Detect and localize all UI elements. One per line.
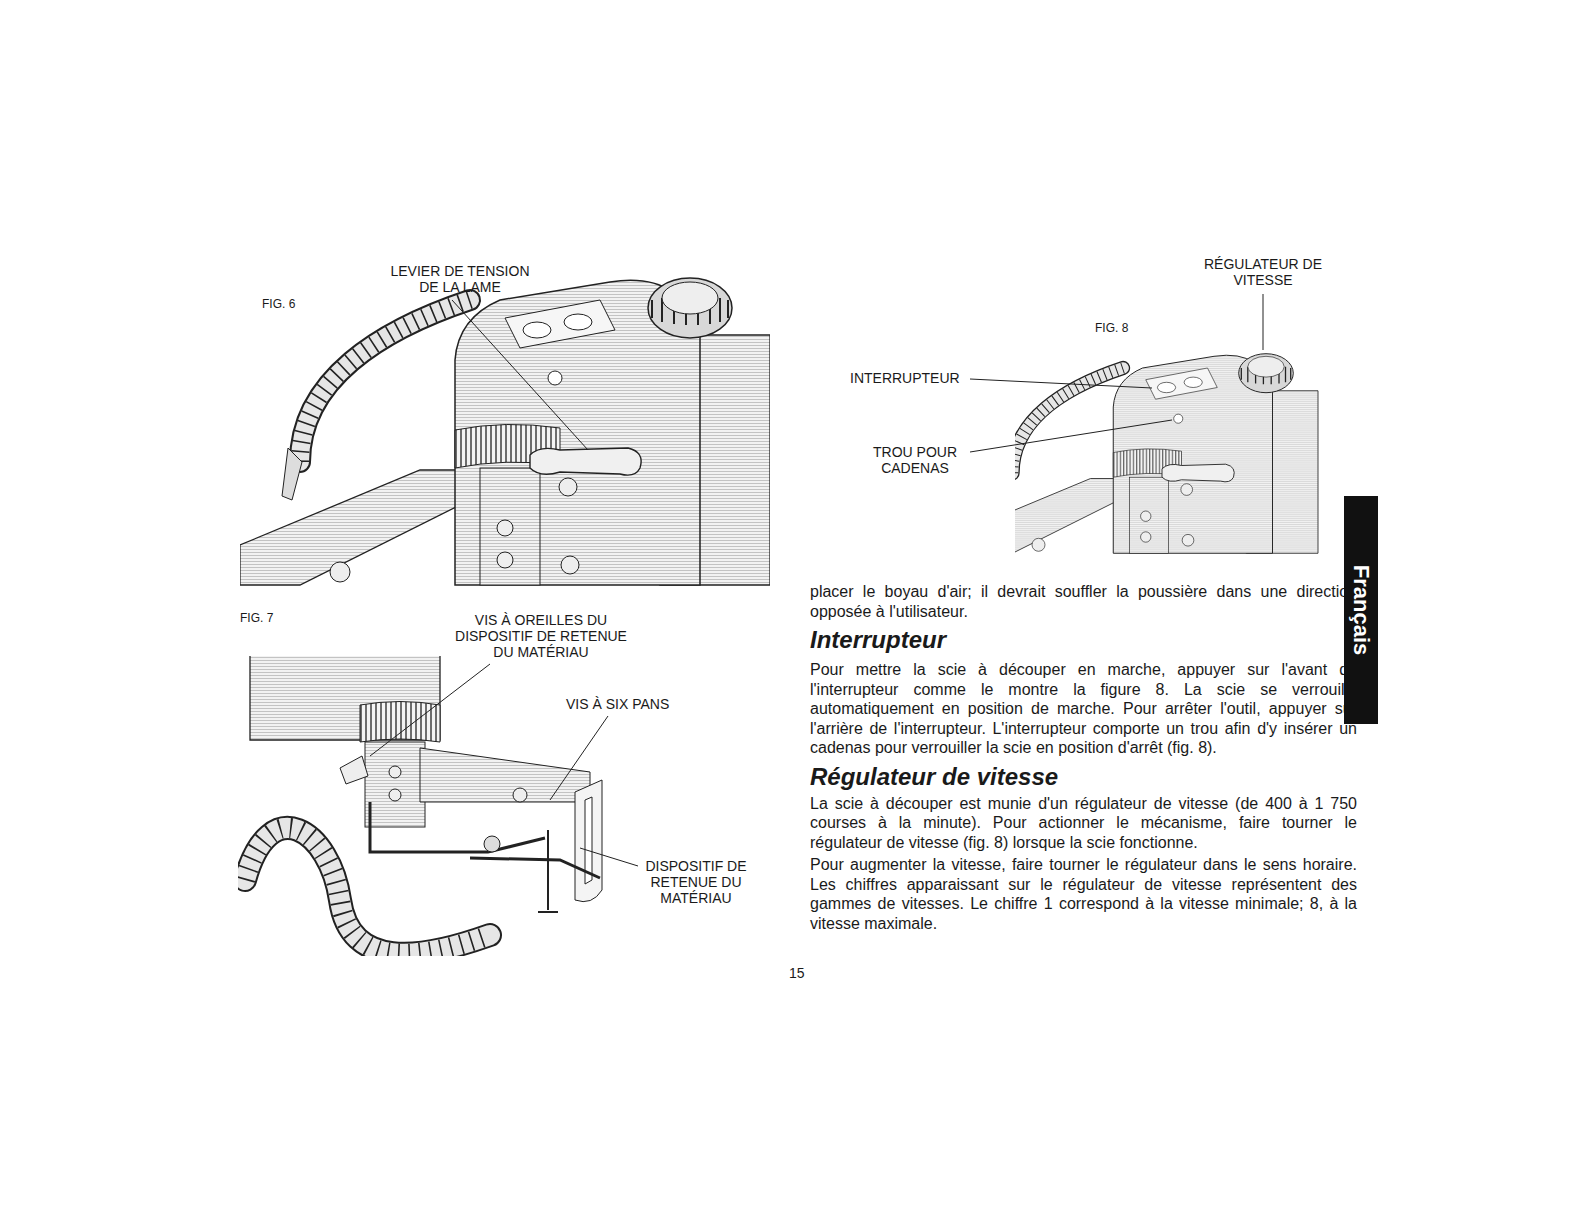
switch-button <box>564 314 592 330</box>
screw <box>330 562 350 582</box>
leader-line <box>970 379 1152 388</box>
air-hose <box>245 828 490 954</box>
screw <box>389 766 401 778</box>
tab-label: Français <box>1348 565 1374 656</box>
tension-lever <box>530 448 641 475</box>
hex-screw <box>484 836 500 852</box>
figure-number: FIG. 8 <box>1095 322 1128 336</box>
air-hose <box>245 828 490 954</box>
body-text: La scie à découper est munie d'un régula… <box>810 794 1357 853</box>
saw-head-figure <box>240 278 770 585</box>
leader-line <box>970 420 1172 452</box>
air-hose-rings <box>245 828 490 954</box>
body-text: placer le boyau d'air; il devrait souffl… <box>810 582 1357 621</box>
wing-screw <box>340 756 368 784</box>
hose-nozzle <box>282 448 302 500</box>
callout-label: TROU POUR CADENAS <box>863 444 967 476</box>
callout-label: VIS À SIX PANS <box>566 696 669 712</box>
screw <box>389 789 401 801</box>
leader-line <box>370 664 490 756</box>
callout-label: INTERRUPTEUR <box>850 370 960 386</box>
arm <box>420 748 590 802</box>
body-text: Pour mettre la scie à découper en marche… <box>810 660 1357 758</box>
figure-number: FIG. 7 <box>240 612 273 626</box>
switch-panel <box>505 300 615 348</box>
slotted-bracket <box>575 780 602 902</box>
switch-button <box>523 322 551 338</box>
leader-line <box>1263 294 1264 350</box>
section-heading: Régulateur de vitesse <box>810 763 1357 791</box>
base-bracket <box>240 470 470 585</box>
hold-down-rod <box>370 802 545 852</box>
screw <box>497 520 513 536</box>
callout-label: DISPOSITIF DE RETENUE DU MATÉRIAU <box>630 858 762 906</box>
hold-down-figure <box>245 656 602 954</box>
screw <box>561 556 579 574</box>
saw-head <box>240 278 770 585</box>
leader-line <box>550 716 608 800</box>
section-heading: Interrupteur <box>810 626 1357 654</box>
air-hose <box>300 300 470 462</box>
knob-top <box>662 282 718 314</box>
collar <box>360 702 440 743</box>
callout-label: VIS À OREILLES DU DISPOSITIF DE RETENUE … <box>455 612 627 660</box>
screw <box>559 478 577 496</box>
leader-line <box>452 300 588 450</box>
screw <box>497 552 513 568</box>
hold-down-foot <box>470 858 600 878</box>
speed-knob <box>648 278 732 338</box>
blade <box>538 830 558 912</box>
page-number: 15 <box>789 965 805 981</box>
language-tab: Français <box>1344 496 1378 724</box>
column <box>365 742 425 827</box>
body-text: Pour augmenter la vitesse, faire tourner… <box>810 855 1357 933</box>
figure-number: FIG. 6 <box>262 298 295 312</box>
callout-label: RÉGULATEUR DE VITESSE <box>1195 256 1331 288</box>
air-hose-rings <box>300 300 470 462</box>
leader-line <box>580 848 638 866</box>
column <box>480 468 540 585</box>
callout-label: LEVIER DE TENSION DE LA LAME <box>385 263 535 295</box>
air-hose <box>300 300 470 462</box>
padlock-hole <box>548 371 562 385</box>
screw <box>513 788 527 802</box>
